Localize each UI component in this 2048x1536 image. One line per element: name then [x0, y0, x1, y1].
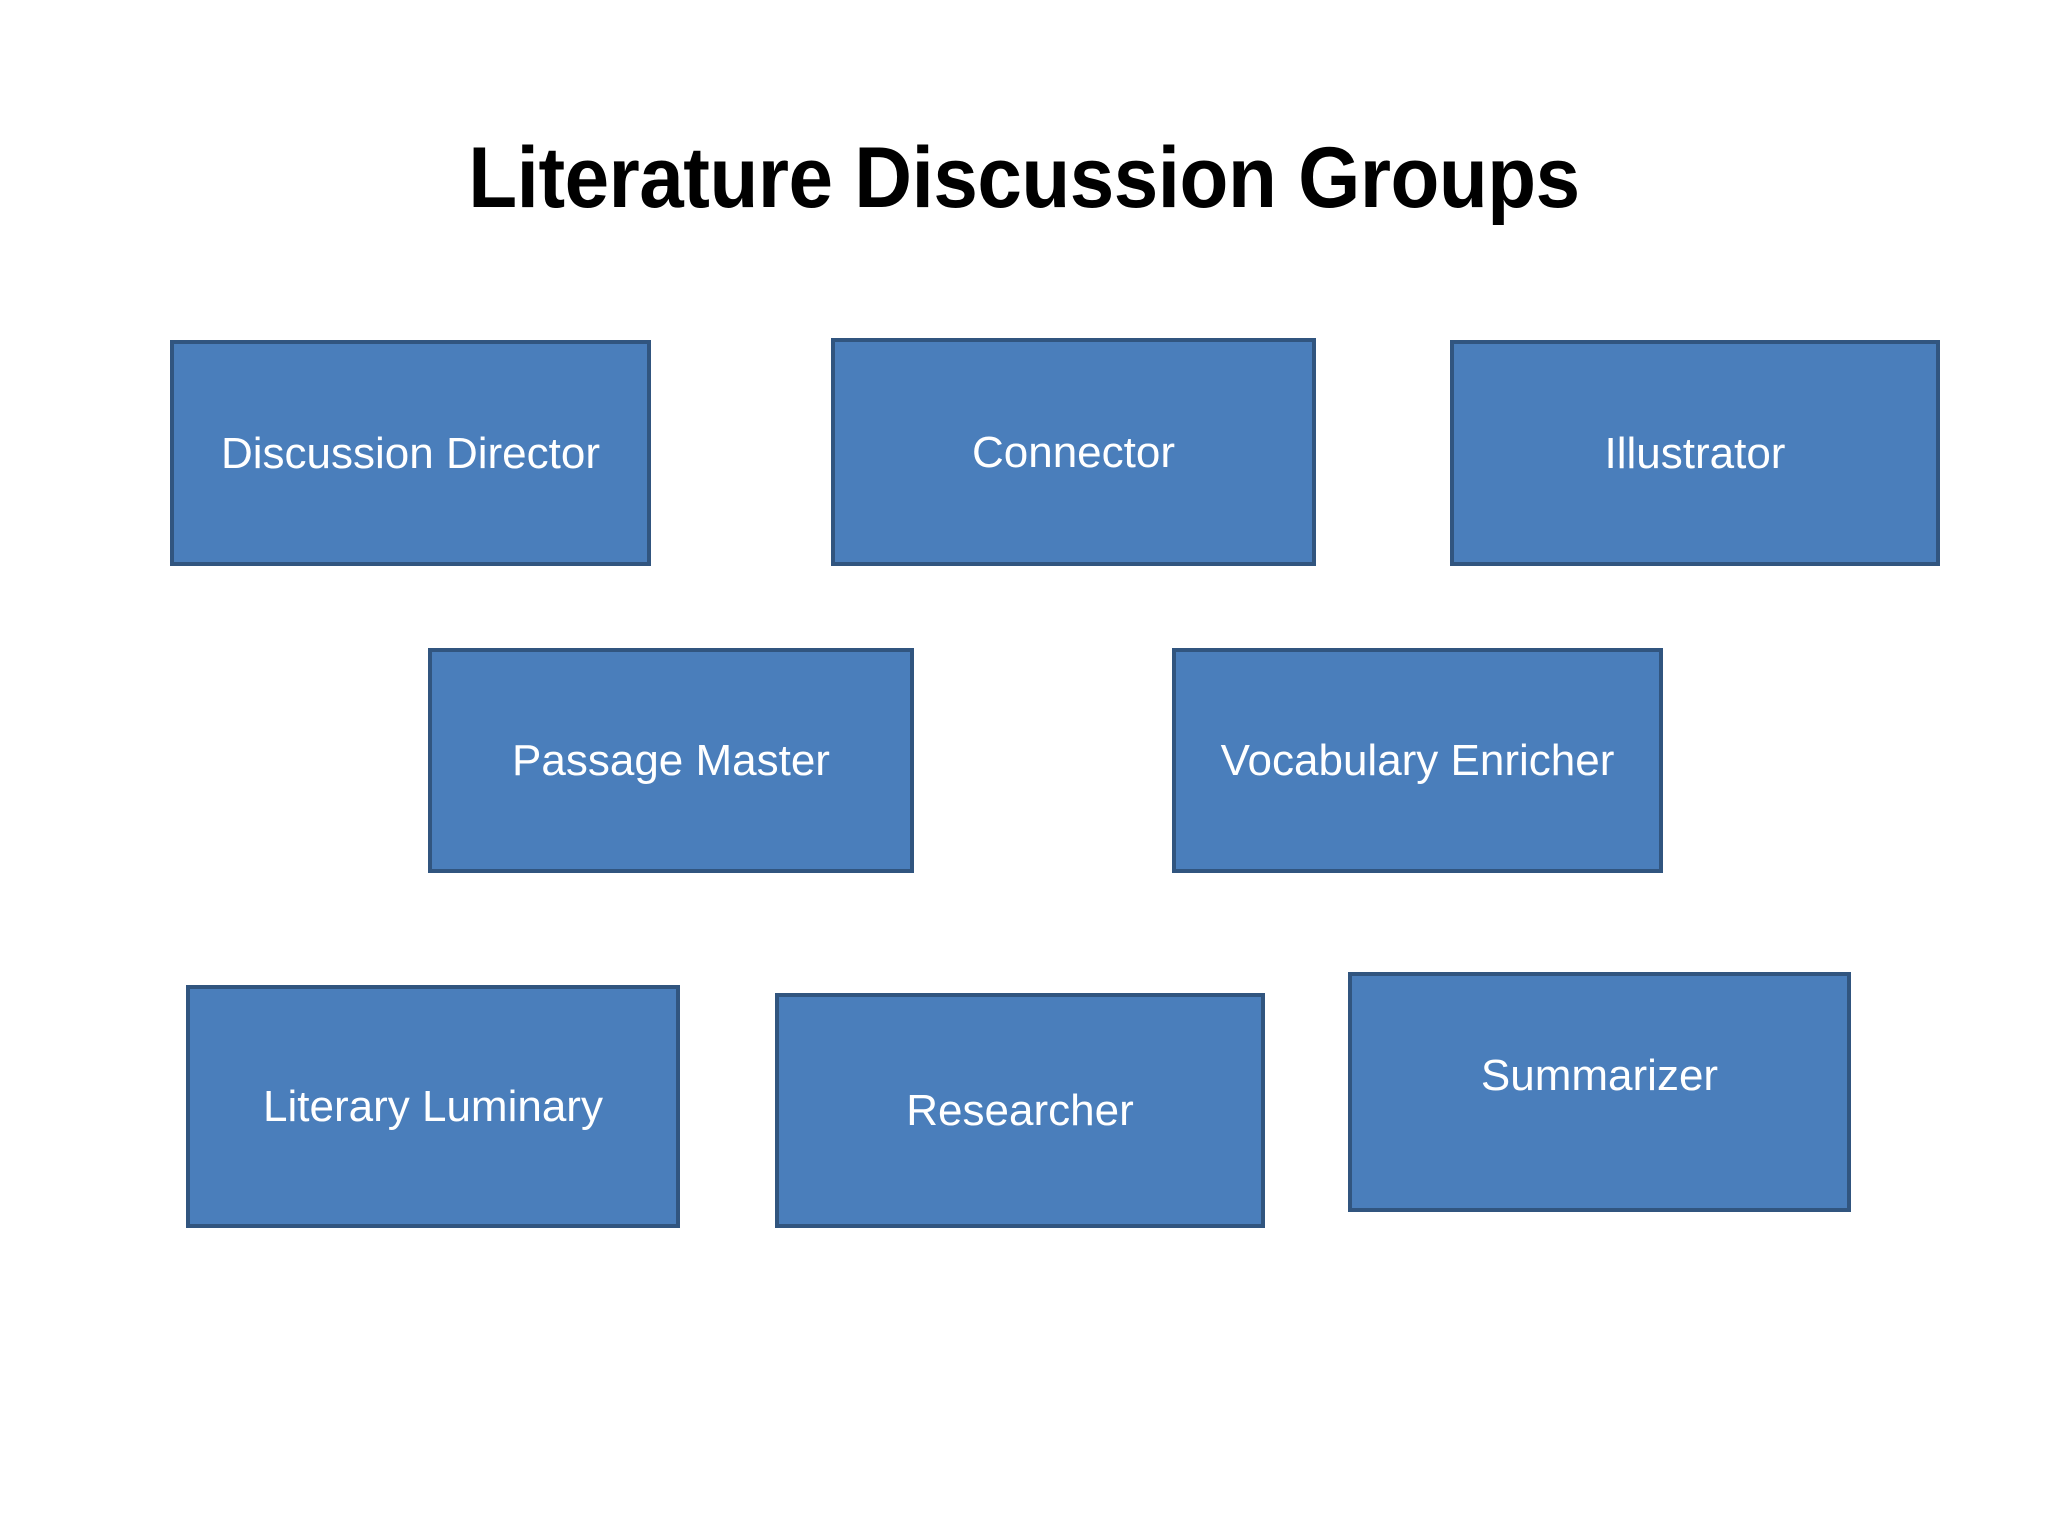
- role-box-vocabulary-enricher[interactable]: Vocabulary Enricher: [1172, 648, 1663, 873]
- role-label: Summarizer: [1480, 1051, 1719, 1100]
- role-label: Researcher: [906, 1085, 1134, 1135]
- role-label: Vocabulary Enricher: [1220, 735, 1615, 785]
- role-box-researcher[interactable]: Researcher: [775, 993, 1265, 1228]
- role-label: Literary Luminary: [263, 1081, 603, 1131]
- role-box-connector[interactable]: Connector: [831, 338, 1316, 566]
- role-box-discussion-director[interactable]: Discussion Director: [170, 340, 651, 566]
- role-box-summarizer[interactable]: Summarizer: [1348, 972, 1851, 1212]
- role-label: Connector: [971, 428, 1175, 477]
- role-box-illustrator[interactable]: Illustrator: [1450, 340, 1940, 566]
- role-label: Passage Master: [512, 735, 830, 785]
- role-label: Discussion Director: [221, 429, 600, 478]
- role-box-passage-master[interactable]: Passage Master: [428, 648, 914, 873]
- role-box-literary-luminary[interactable]: Literary Luminary: [186, 985, 680, 1228]
- role-label: Illustrator: [1604, 429, 1786, 478]
- page-title: Literature Discussion Groups: [468, 130, 1580, 226]
